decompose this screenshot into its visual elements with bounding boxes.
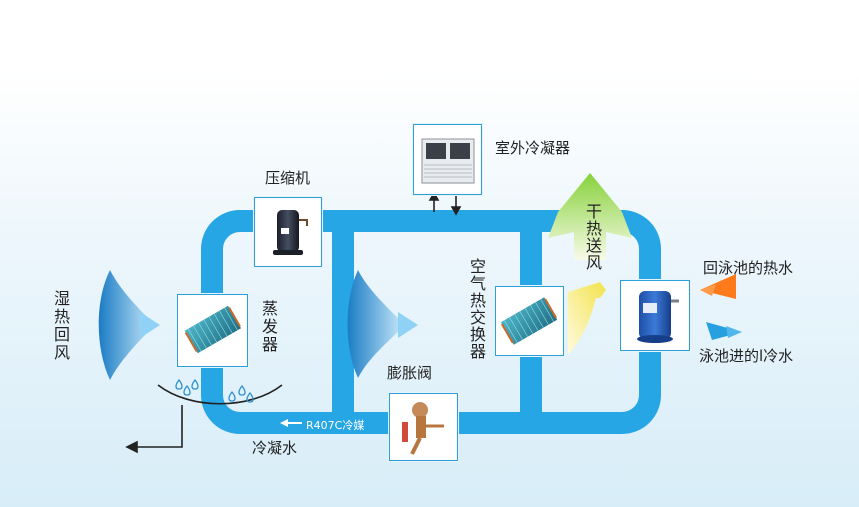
evaporator-card: [177, 294, 248, 367]
finned-coil-icon: [500, 297, 558, 345]
cold-water-arrow: [706, 322, 742, 340]
hot-water-arrow-tail: [700, 284, 716, 296]
water-heat-exchanger-card: [620, 280, 690, 351]
expansion-valve-label: 膨胀阀: [387, 364, 433, 382]
finned-coil-icon: [184, 305, 242, 354]
compressor-label: 压缩机: [265, 169, 311, 187]
air-heat-exchanger-card: [495, 286, 564, 356]
scroll-compressor-icon: [273, 210, 308, 255]
internal-air-arrow-head: [398, 312, 418, 338]
internal-air-fan-shape: [347, 270, 405, 378]
dry-supply-air-label: 干热送风: [583, 203, 602, 271]
refrigerant-label: R407C冷媒: [306, 419, 365, 432]
dry-supply-air-arrow: [548, 173, 632, 260]
refrigerant-flow-arrow: [280, 419, 302, 427]
return-air-label: 湿热回风: [51, 290, 70, 362]
condensate-label: 冷凝水: [252, 439, 298, 457]
condensate-tray: [125, 384, 283, 454]
return-air-fan-shape: [98, 270, 155, 380]
outdoor-condenser-label: 室外冷凝器: [495, 139, 571, 157]
compressor-card: [254, 197, 322, 267]
expansion-valve-card: [389, 393, 458, 461]
evaporator-label: 蒸发器: [259, 300, 278, 354]
expansion-valve-icon: [402, 402, 444, 455]
return-air-arrow-head: [140, 312, 160, 338]
water-heat-exchanger-icon: [637, 291, 679, 343]
hot-water-arrow: [700, 274, 736, 299]
outdoor-condenser-unit-icon: [421, 138, 475, 184]
pool-hot-water-label: 回泳池的热水: [703, 259, 794, 277]
outdoor-condenser-card: [413, 124, 482, 195]
condenser-flow-arrows: [428, 191, 462, 216]
air-heat-exchanger-label: 空气热交换器: [467, 258, 486, 360]
pool-cold-water-label: 泳池进的l冷水: [699, 347, 794, 365]
cold-water-arrow-tail: [726, 326, 742, 338]
warm-air-arrow: [568, 282, 606, 355]
water-droplet-icon: [175, 378, 254, 403]
